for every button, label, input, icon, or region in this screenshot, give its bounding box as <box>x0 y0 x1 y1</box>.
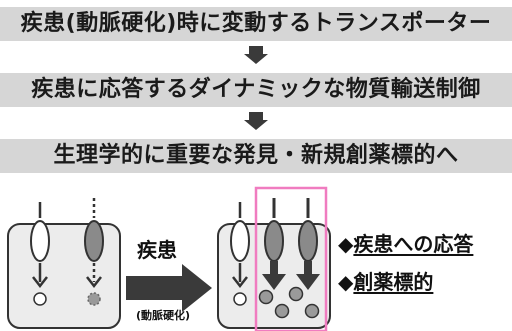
disease-transition-sublabel: (動脈硬化) <box>136 309 191 322</box>
diamond-icon: ◆ <box>338 232 354 256</box>
disease-white-transporter-arrow-head <box>232 276 248 289</box>
highlight-box <box>254 186 328 331</box>
disease-gray-substrate <box>274 303 290 319</box>
disease-transition-label: 疾患 <box>137 238 177 262</box>
normal-white-substrate <box>33 292 47 306</box>
flow-step-2: 疾患に応答するダイナミックな物質輸送制御 <box>0 73 512 107</box>
disease-gray-transporter-1 <box>264 220 284 262</box>
normal-white-transporter <box>30 220 50 262</box>
disease-gray-transporter-2 <box>298 220 318 262</box>
legend-item-drug-target-text: 創薬標的 <box>353 270 434 294</box>
normal-gray-substrate <box>87 292 101 306</box>
disease-gray-substrate <box>288 286 304 302</box>
disease-gray-transporter-1-arrow-head <box>262 274 286 290</box>
disease-gray-substrate <box>304 303 320 319</box>
normal-gray-transporter-arrow-head <box>86 276 102 289</box>
disease-gray-transporter-1-arrow-stem <box>270 261 278 277</box>
normal-gray-transporter <box>84 220 104 262</box>
disease-transition-arrow <box>126 264 212 312</box>
diamond-icon: ◆ <box>338 270 354 294</box>
disease-gray-transporter-2-arrow-stem <box>304 261 312 277</box>
normal-white-transporter-arrow-head <box>32 276 48 289</box>
flow-step-3: 生理学的に重要な発見・新規創薬標的へ <box>0 139 512 173</box>
disease-white-transporter <box>230 220 250 262</box>
flow-arrow-1-head <box>244 54 268 64</box>
cell-diagram <box>7 186 331 331</box>
flow-arrow-2-head <box>244 120 268 130</box>
disease-white-substrate <box>233 292 247 306</box>
legend-item-response-text: 疾患への応答 <box>353 232 474 256</box>
legend-item-response: ◆疾患への応答 <box>338 228 473 257</box>
legend-item-drug-target: ◆創薬標的 <box>338 266 433 295</box>
flow-arrow-2-stem <box>249 112 263 120</box>
disease-gray-transporter-2-arrow-head <box>296 274 320 290</box>
flow-step-1: 疾患(動脈硬化)時に変動するトランスポーター <box>0 7 512 41</box>
flow-arrow-1-stem <box>249 46 263 54</box>
disease-gray-substrate <box>258 289 274 305</box>
